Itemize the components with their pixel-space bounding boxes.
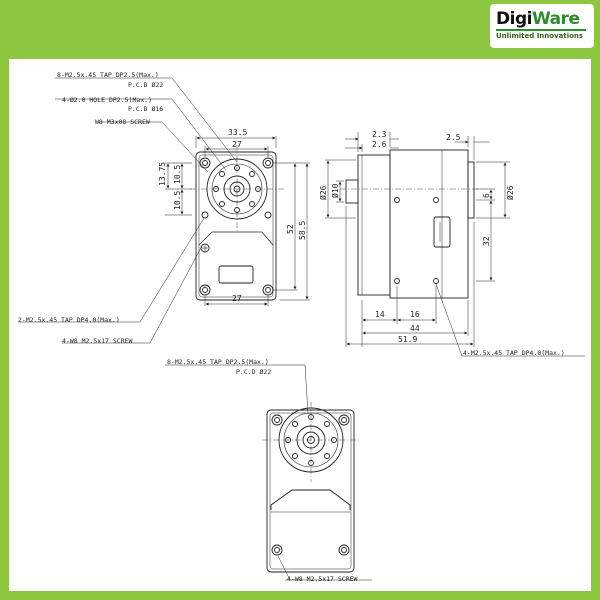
dim-front-bottom-width: 27 <box>232 294 242 303</box>
back-corner-screw <box>338 414 350 426</box>
front-side-tap <box>201 211 209 219</box>
note-front-top-pcd: P.C.D Ø22 <box>128 81 163 89</box>
dim-side-2-5: 2.5 <box>446 133 461 142</box>
note-back-bottom-screw: 4-W8 M2.5x17 SCREW <box>287 575 358 583</box>
dim-front-10-5-top: 10.5 <box>173 165 182 184</box>
dim-side-44: 44 <box>410 324 420 333</box>
back-tap-hole <box>324 453 330 459</box>
side-hole <box>394 197 400 203</box>
dim-side-16: 16 <box>410 310 420 319</box>
note-front-screw: W8 M3x08 SCREW <box>95 118 150 126</box>
back-body-outline <box>266 409 355 573</box>
logo-tagline: Unlimited Innovations <box>496 32 584 40</box>
dim-front-58-5: 58.5 <box>298 221 307 240</box>
back-lower-step <box>270 489 351 510</box>
back-tap-hole <box>324 421 330 427</box>
side-view <box>340 149 480 299</box>
back-corner-screw <box>338 544 350 556</box>
back-leaders <box>165 364 372 581</box>
front-body-outline <box>195 151 277 301</box>
dim-front-13-75: 13.75 <box>158 162 167 186</box>
front-dimension-labels: 33.5 27 27 13.75 10.5 10.5 52 58.5 <box>158 128 307 303</box>
front-corner-screw <box>199 284 211 296</box>
dim-front-52: 52 <box>286 224 295 234</box>
front-leaders <box>18 77 238 344</box>
dim-side-d26-right: Ø26 <box>505 185 515 200</box>
logo-underline <box>496 29 586 31</box>
back-corner-screw <box>271 544 283 556</box>
back-notes: 8-M2.5x.45 TAP DP2.5(Max.) P.C.D Ø22 4-W… <box>167 358 358 583</box>
note-front-bottom-screw: 4-W8 M2.5x17 SCREW <box>62 337 133 345</box>
back-corner-screw <box>271 414 283 426</box>
side-dimensions <box>325 132 585 357</box>
side-hole <box>433 197 439 203</box>
dim-side-51-9: 51.9 <box>398 335 417 344</box>
dim-front-pcd-width: 27 <box>232 140 242 149</box>
note-front-hole: 4-Ø2.0 HOLE DP2.5(Max.) <box>62 96 152 104</box>
dim-front-10-5-bottom: 10.5 <box>173 191 182 210</box>
dim-front-width: 33.5 <box>228 128 247 137</box>
back-tap-hole <box>292 421 298 427</box>
side-shaft <box>345 179 359 204</box>
front-corner-screw <box>262 157 274 169</box>
front-label-window <box>218 265 254 284</box>
drawing-sheet <box>9 59 591 591</box>
dim-side-6: 6 <box>482 193 491 198</box>
front-tap-hole <box>219 201 225 207</box>
front-view <box>190 145 284 301</box>
front-tap-hole <box>219 171 225 177</box>
dim-side-2-3: 2.3 <box>372 130 387 139</box>
front-tap-hole <box>249 171 255 177</box>
brand-logo: DigiWare Unlimited Innovations <box>490 4 594 48</box>
side-hole <box>394 278 400 284</box>
note-front-side-tap: 2-M2.5x.45 TAP DP4.0(Max.) <box>18 316 120 324</box>
logo-wordmark: DigiWare <box>496 9 580 29</box>
dim-side-d10: Ø10 <box>330 183 340 198</box>
note-back-top-pcd: P.C.D Ø22 <box>236 368 271 376</box>
front-corner-screw <box>262 284 274 296</box>
dim-side-2-6: 2.6 <box>372 140 387 149</box>
side-notes: 4-M2.5x.45 TAP DP4.0(Max.) <box>463 349 565 357</box>
front-dimensions <box>165 136 310 306</box>
front-lower-step <box>198 231 274 246</box>
side-horn-section <box>357 154 391 296</box>
side-body <box>389 149 469 299</box>
note-back-top-tap: 8-M2.5x.45 TAP DP2.5(Max.) <box>167 358 269 366</box>
back-view <box>262 402 360 573</box>
note-side-tap: 4-M2.5x.45 TAP DP4.0(Max.) <box>463 349 565 357</box>
side-dimension-labels: 2.3 2.6 2.5 Ø26 Ø10 Ø26 6 32 14 16 44 51… <box>318 130 515 344</box>
dim-side-d26-left: Ø26 <box>318 185 328 200</box>
side-back-horn <box>467 161 475 219</box>
front-tap-hole <box>249 201 255 207</box>
side-hole <box>433 278 439 284</box>
dim-side-32: 32 <box>482 236 491 246</box>
front-corner-screw <box>199 157 211 169</box>
back-tap-hole <box>292 453 298 459</box>
front-side-tap <box>264 211 272 219</box>
dim-side-14: 14 <box>375 310 385 319</box>
front-notes: 8-M2.5x.45 TAP DP2.5(Max.) P.C.D Ø22 4-Ø… <box>18 71 163 345</box>
note-front-top-tap: 8-M2.5x.45 TAP DP2.5(Max.) <box>57 71 159 79</box>
side-connector <box>433 216 451 248</box>
note-front-hole-pcd: P.C.D Ø16 <box>128 105 163 113</box>
